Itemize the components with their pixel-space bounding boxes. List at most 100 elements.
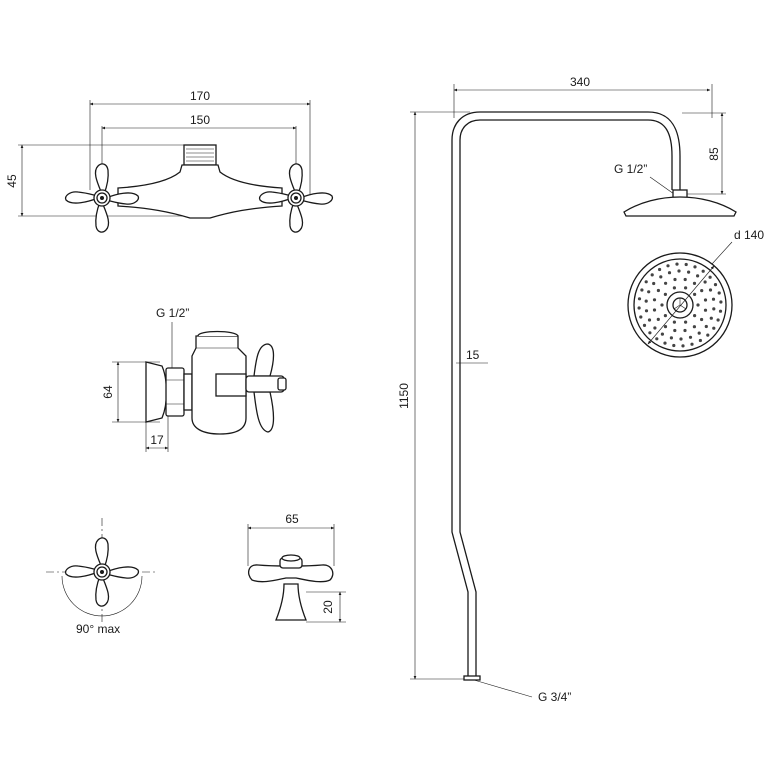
side-handle-bottom xyxy=(253,391,275,433)
nozzle-dot xyxy=(644,280,648,284)
nozzle-dot xyxy=(663,314,668,318)
side-depth: 17 xyxy=(150,433,164,447)
nozzle-dot xyxy=(687,270,691,274)
nozzle-dot xyxy=(660,332,665,336)
nozzle-dot xyxy=(648,331,652,335)
nozzle-dot xyxy=(703,308,708,312)
handle-side-view: 65 20 xyxy=(247,512,346,623)
nozzle-dot xyxy=(701,269,705,273)
nozzle-dot xyxy=(711,297,716,301)
total-height: 1150 xyxy=(397,383,411,409)
nozzle-dot xyxy=(658,267,662,272)
shower-head-side xyxy=(623,196,737,217)
nozzle-dot xyxy=(672,320,677,324)
rotation-label: 90° max xyxy=(76,622,120,636)
handle-height: 20 xyxy=(321,600,335,614)
inlet-thread xyxy=(183,144,217,166)
nozzle-dot xyxy=(640,288,644,292)
nozzle-dot xyxy=(652,308,657,312)
nozzle-dot xyxy=(653,326,657,330)
nozzle-dot xyxy=(700,289,704,293)
nozzle-dot xyxy=(664,281,668,285)
nozzle-dot xyxy=(677,269,681,273)
nozzle-dot xyxy=(639,315,643,319)
nozzle-dot xyxy=(652,298,657,302)
nozzle-dot xyxy=(667,271,672,275)
pipe-inner xyxy=(459,119,673,676)
nozzle-dot xyxy=(704,324,708,329)
nozzle-dot xyxy=(692,325,697,329)
nozzle-dot xyxy=(684,320,688,324)
nozzle-dot xyxy=(690,342,694,346)
side-thread-label: G 1/2” xyxy=(156,306,189,320)
handle-width: 65 xyxy=(285,512,299,526)
left-handle xyxy=(64,163,140,233)
nozzle-dot xyxy=(650,273,654,277)
nozzle-dot xyxy=(656,317,660,321)
mixer-top-view: 170 150 45 xyxy=(5,89,334,233)
nozzle-dot xyxy=(693,292,697,296)
pipe-base xyxy=(463,675,481,681)
nozzle-dot xyxy=(719,300,723,304)
pipe-outer xyxy=(451,111,681,676)
nozzle-dot xyxy=(712,307,716,311)
side-handle-top xyxy=(253,343,275,377)
base-thread: G 3/4” xyxy=(538,690,571,704)
nozzle-dot xyxy=(681,344,685,348)
dim-line-d140 xyxy=(647,265,715,345)
nozzle-dot xyxy=(673,277,677,282)
right-handle xyxy=(258,163,334,233)
nozzle-dot xyxy=(683,277,687,282)
nozzle-dot xyxy=(713,283,718,287)
nozzle-dot xyxy=(652,281,656,286)
shower-head-front: d 140 xyxy=(627,228,764,358)
arm-reach: 340 xyxy=(570,75,590,89)
nozzle-dot xyxy=(708,288,713,292)
nozzle-dot xyxy=(673,328,677,333)
nozzle-dot xyxy=(698,338,703,343)
dim-overall-width: 170 xyxy=(190,89,210,103)
nozzle-dot xyxy=(655,337,659,341)
side-top-cap xyxy=(197,330,239,337)
dim-center-distance: 150 xyxy=(190,113,210,127)
nozzle-dot xyxy=(709,316,713,320)
dim-height: 45 xyxy=(5,174,19,188)
handle-rotation-view: 90° max xyxy=(46,518,158,636)
nozzle-dot xyxy=(696,303,700,307)
nozzle-dot xyxy=(703,298,708,302)
handle-stem xyxy=(275,583,307,621)
nozzle-dot xyxy=(683,328,687,333)
nozzle-dot xyxy=(679,337,683,341)
arm-drop: 85 xyxy=(707,147,721,161)
nozzle-dot xyxy=(712,326,716,330)
mixer-body xyxy=(117,164,283,219)
nozzle-dot xyxy=(703,280,707,284)
connector xyxy=(183,373,193,411)
nozzle-dot xyxy=(684,286,688,290)
head-thread: G 1/2” xyxy=(614,162,647,176)
nozzle-dot xyxy=(637,297,642,301)
nozzle-dot xyxy=(644,309,649,313)
nozzle-dot xyxy=(656,288,661,293)
nozzle-dot xyxy=(666,264,670,268)
valve-body xyxy=(215,373,247,397)
nozzle-dot xyxy=(706,333,710,337)
nozzle-dot xyxy=(647,290,651,294)
nozzle-dot xyxy=(647,318,652,322)
nozzle-dot xyxy=(693,265,697,269)
nozzle-dot xyxy=(688,335,693,339)
nozzle-dot xyxy=(693,314,697,318)
nozzle-dot xyxy=(659,275,663,279)
pipe-diameter: 15 xyxy=(466,348,480,362)
nozzle-dot xyxy=(660,303,664,307)
nozzle-dot xyxy=(663,292,668,296)
nozzle-dot xyxy=(663,325,668,329)
nozzle-dot xyxy=(697,331,701,335)
rotation-arc xyxy=(61,575,143,617)
nozzle-dot xyxy=(672,343,676,348)
escutcheon xyxy=(145,361,168,423)
rotation-handle xyxy=(64,537,140,607)
nozzle-dot xyxy=(644,299,648,303)
nozzle-dot xyxy=(675,262,679,266)
